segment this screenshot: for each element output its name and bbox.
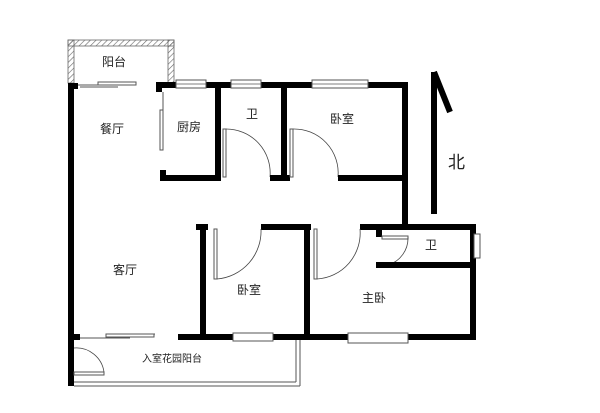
bath1-door[interactable] bbox=[222, 128, 227, 178]
wall-bath-bedroom bbox=[281, 82, 287, 181]
wall-bedroom2-master bbox=[304, 224, 310, 340]
room-label-bath1: 卫 bbox=[246, 107, 258, 121]
master-door[interactable] bbox=[313, 228, 318, 280]
room-label-kitchen: 厨房 bbox=[177, 119, 201, 134]
room-label-bedroom1: 卧室 bbox=[330, 111, 354, 126]
entry-door[interactable] bbox=[73, 371, 105, 376]
room-label-master: 主卧 bbox=[362, 291, 386, 305]
room-label-living: 客厅 bbox=[113, 262, 137, 277]
room-label-bedroom2: 卧室 bbox=[237, 282, 261, 297]
balcony-sliding-door[interactable] bbox=[97, 81, 137, 86]
wall-right-upper bbox=[402, 82, 408, 230]
wall-left bbox=[68, 83, 74, 338]
wall-kitchen-bottom bbox=[160, 175, 220, 181]
wall-bedroom2-left bbox=[200, 224, 206, 340]
bath2-door[interactable] bbox=[381, 235, 409, 240]
window-master bbox=[347, 332, 409, 344]
garden-balcony-outline bbox=[68, 340, 301, 387]
north-arrow-icon bbox=[431, 70, 453, 214]
window-bedroom2 bbox=[232, 332, 274, 342]
room-label-balcony: 阳台 bbox=[102, 54, 126, 69]
bedroom1-door[interactable] bbox=[289, 128, 294, 178]
room-label-dining: 餐厅 bbox=[100, 121, 124, 136]
wall-bedroom1-bottom bbox=[338, 175, 406, 181]
wall-bath2-bottom bbox=[376, 262, 476, 268]
wall-right-lower bbox=[470, 224, 476, 340]
room-label-garden-balcony: 入室花园阳台 bbox=[142, 352, 202, 365]
wall-bottom-bedroom2 bbox=[178, 334, 476, 340]
window-bath2 bbox=[473, 233, 481, 259]
wall-kitchen-bath bbox=[215, 82, 221, 181]
wall-bottom-living bbox=[68, 334, 80, 340]
wall-top-dining-left bbox=[68, 83, 78, 89]
room-label-bath2: 卫 bbox=[425, 238, 437, 252]
compass-label: 北 bbox=[448, 153, 465, 173]
bedroom2-door[interactable] bbox=[213, 228, 218, 280]
